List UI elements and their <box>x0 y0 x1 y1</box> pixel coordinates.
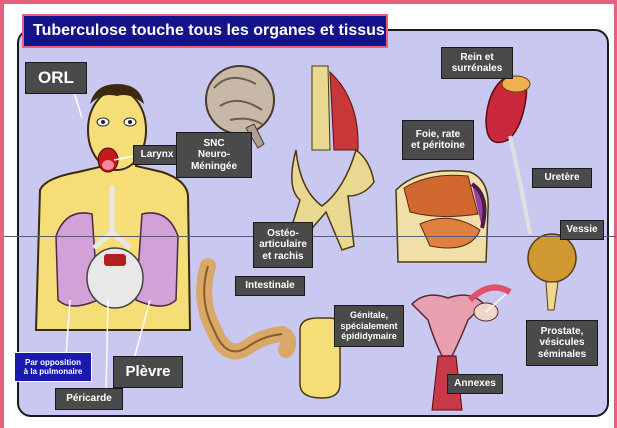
label-snc: SNC Neuro- Méningée <box>176 132 252 178</box>
label-vessie: Vessie <box>560 220 604 240</box>
label-plevre: Plèvre <box>113 356 183 388</box>
label-larynx: Larynx <box>133 145 181 165</box>
label-annexes: Annexes <box>447 374 503 394</box>
label-prostate: Prostate, vésicules séminales <box>526 320 598 366</box>
label-par-opposition-pulmonaire: Par opposition à la pulmonaire <box>14 352 92 382</box>
label-intestinale: Intestinale <box>235 276 305 296</box>
label-uretere: Uretère <box>532 168 592 188</box>
label-osteo: Ostéo- articulaire et rachis <box>253 222 313 268</box>
label-genitale: Génitale, spécialement épididymaire <box>334 305 404 347</box>
slide-title: Tuberculose touche tous les organes et t… <box>22 14 388 48</box>
label-pericarde: Péricarde <box>55 388 123 410</box>
liver-illustration <box>396 171 488 262</box>
label-orl: ORL <box>25 62 87 94</box>
label-rein-surrenales: Rein et surrénales <box>441 47 513 79</box>
label-foie-rate-peritoine: Foie, rate et péritoine <box>402 120 474 160</box>
kidney-urinary-illustration <box>486 76 576 310</box>
